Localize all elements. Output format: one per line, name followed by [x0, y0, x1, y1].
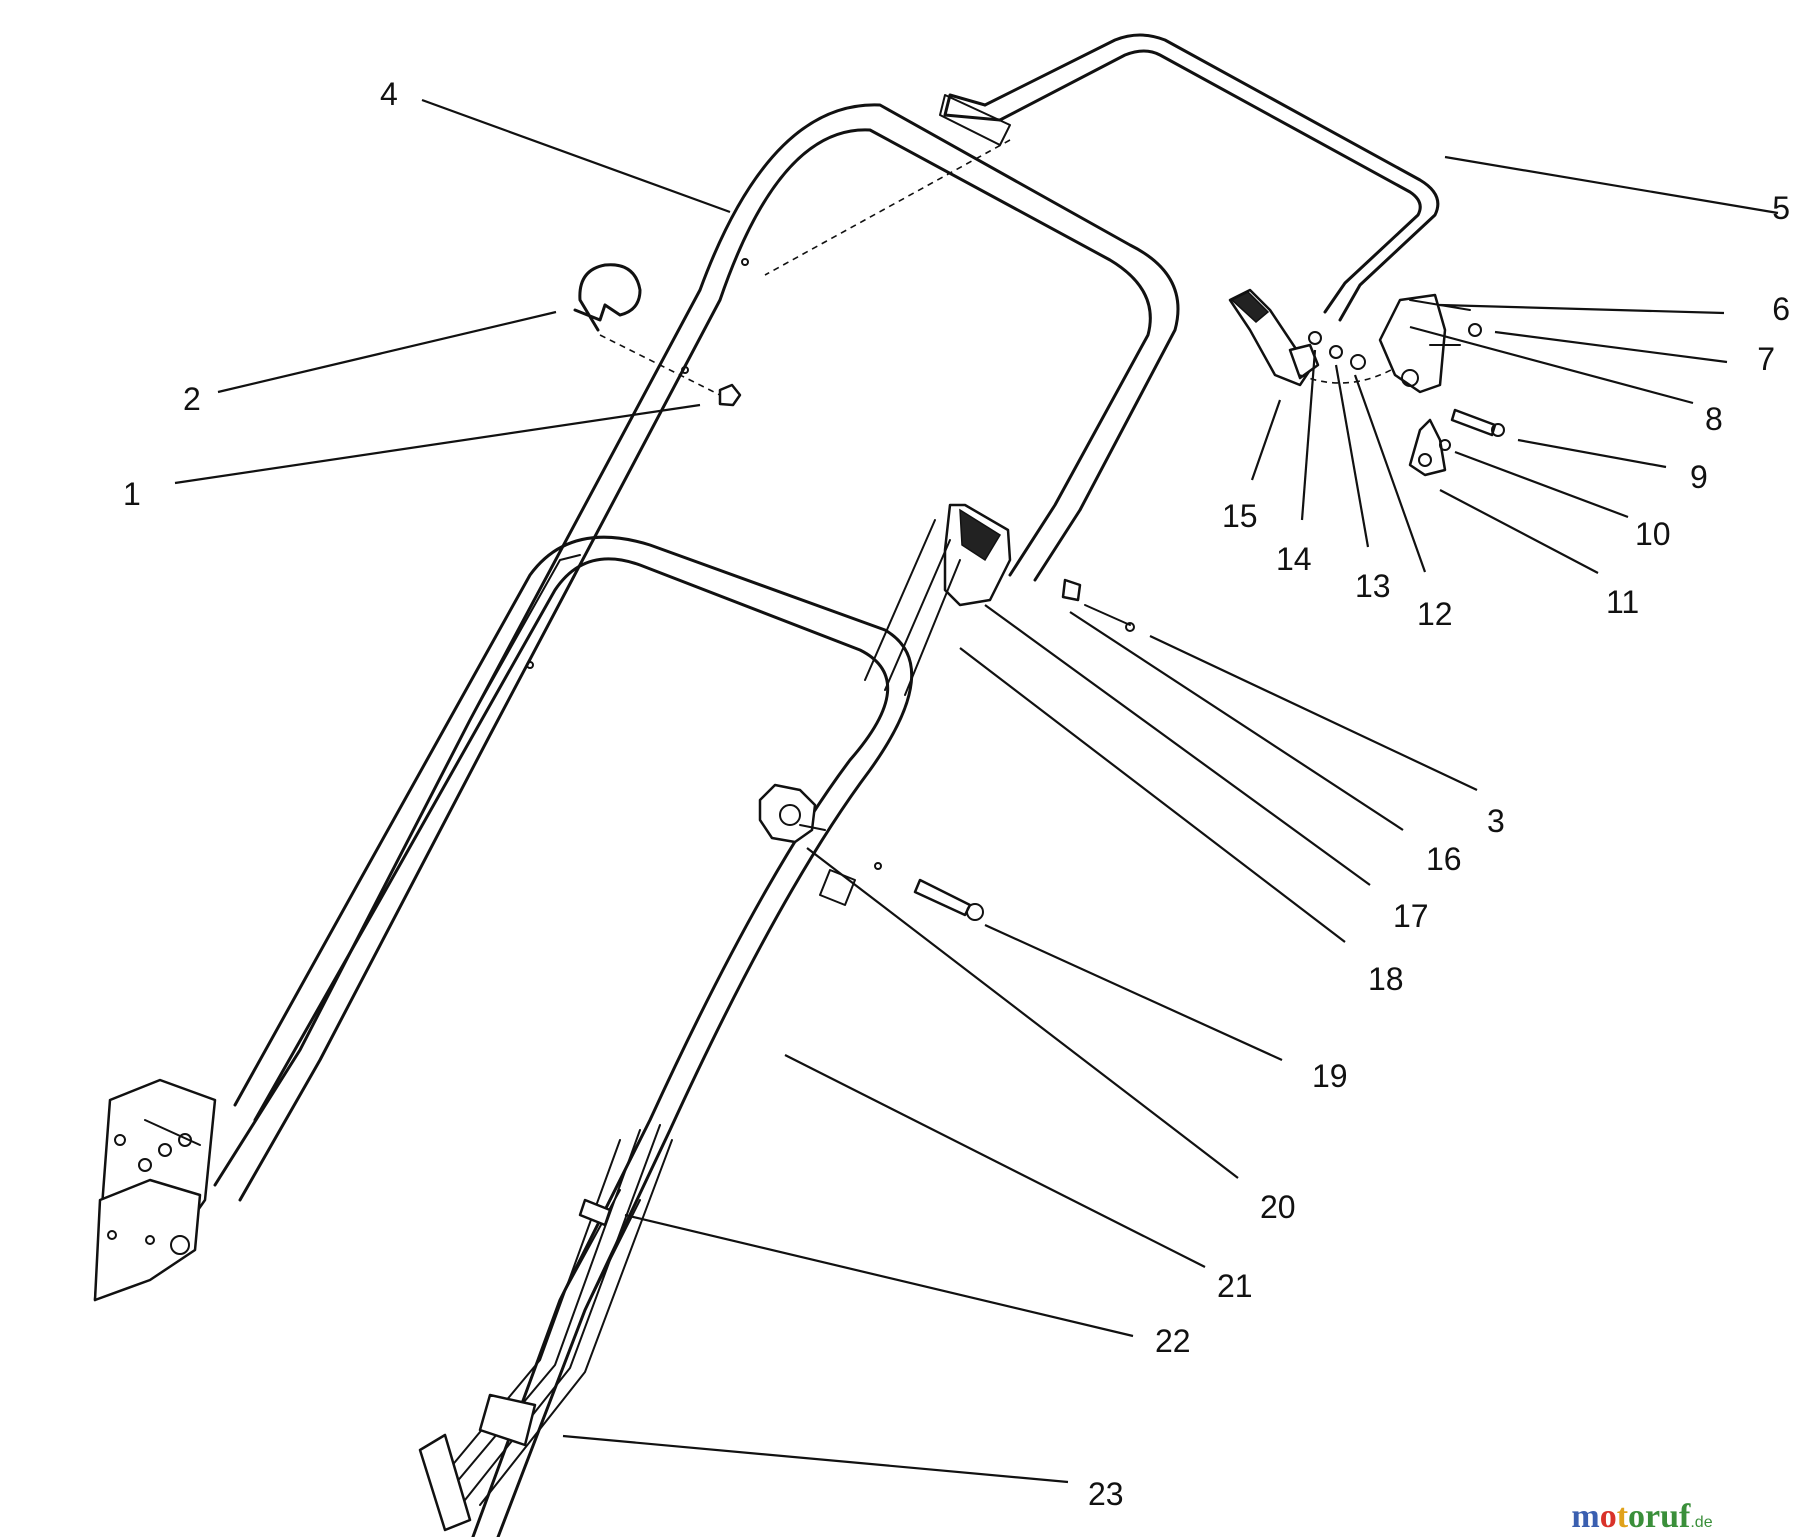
leader-23 [562, 1434, 1069, 1484]
callout-21: 21 [1217, 1268, 1253, 1304]
callout-12: 12 [1417, 596, 1453, 632]
leader-6 [1439, 303, 1725, 315]
leader-2 [217, 310, 557, 394]
callout-18: 18 [1368, 961, 1404, 997]
hook-part [573, 263, 742, 407]
throttle-bracket [1378, 293, 1505, 437]
lower-handle [233, 535, 914, 1537]
leader-14 [1300, 349, 1317, 521]
cable-guide [864, 503, 1135, 696]
callout-22: 22 [1155, 1323, 1191, 1359]
callout-6: 6 [1772, 291, 1790, 327]
callout-8: 8 [1705, 401, 1723, 437]
callout-13: 13 [1355, 568, 1391, 604]
callout-1: 1 [123, 476, 141, 512]
leader-lines [174, 98, 1779, 1484]
leader-13 [1334, 364, 1370, 548]
control-bail [764, 33, 1440, 322]
leader-11 [1439, 489, 1599, 574]
callout-2: 2 [183, 381, 201, 417]
leader-3 [1149, 635, 1478, 791]
watermark-logo: motoruf.de [1571, 1498, 1712, 1535]
upper-handle [213, 103, 1180, 1202]
lever-cam [1408, 418, 1451, 477]
callout-17: 17 [1393, 898, 1429, 934]
leader-18 [959, 647, 1346, 943]
callout-15: 15 [1222, 498, 1258, 534]
callout-9: 9 [1690, 459, 1708, 495]
watermark-text: motoruf.de [1571, 1498, 1712, 1535]
leader-20 [806, 847, 1239, 1179]
callout-3: 3 [1487, 803, 1505, 839]
callout-4: 4 [380, 76, 398, 112]
leader-8 [1409, 325, 1694, 405]
callout-10: 10 [1635, 516, 1671, 552]
leader-12 [1353, 374, 1427, 573]
callout-11: 11 [1606, 584, 1639, 620]
leader-16 [1069, 611, 1404, 831]
callout-14: 14 [1276, 541, 1312, 577]
callout-7: 7 [1757, 341, 1775, 377]
deck-bracket [93, 1078, 217, 1302]
leader-17 [984, 604, 1371, 886]
leader-10 [1454, 450, 1629, 519]
handle-knob [758, 783, 984, 921]
leader-5 [1444, 155, 1779, 215]
leader-9 [1517, 438, 1667, 469]
leader-1 [174, 403, 701, 485]
callout-23: 23 [1088, 1476, 1124, 1512]
callout-19: 19 [1312, 1058, 1348, 1094]
leader-19 [984, 923, 1283, 1062]
leader-15 [1250, 399, 1282, 481]
cable-bundle [418, 1124, 673, 1532]
callout-16: 16 [1426, 841, 1462, 877]
callout-20: 20 [1260, 1189, 1296, 1225]
leader-22 [624, 1213, 1134, 1338]
leader-21 [784, 1054, 1206, 1268]
callout-5: 5 [1772, 190, 1790, 226]
leader-7 [1494, 330, 1728, 364]
callout-labels: 1 2 3 4 5 6 7 8 9 10 11 12 13 14 15 16 1… [123, 76, 1790, 1512]
throttle-lever [1228, 288, 1401, 387]
leader-4 [421, 98, 731, 214]
